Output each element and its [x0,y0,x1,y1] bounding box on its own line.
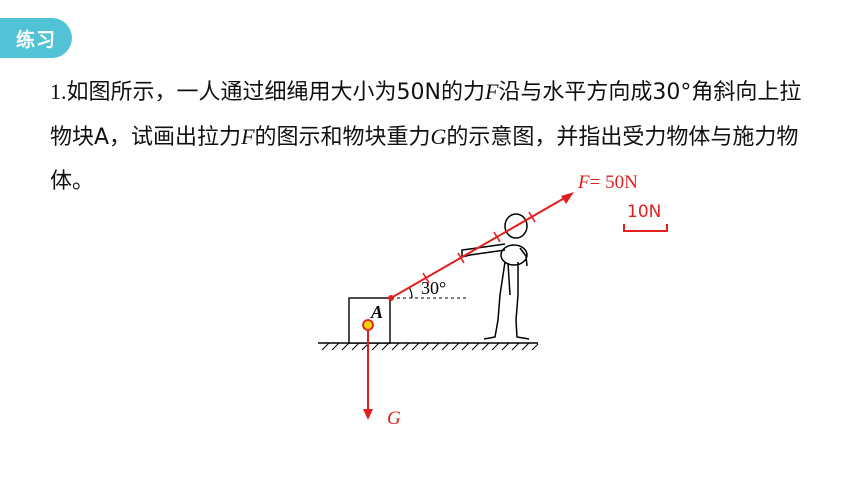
gravity-symbol: G [430,124,447,149]
gravity-g-arrow [363,325,373,420]
question-part-4: 的示意图，并指出受力物体与施力物体。 [50,125,799,194]
force-label-symbol: F [577,172,590,193]
question-part-1: 如图所示，一人通过细绳用大小为50N的力 [66,80,485,105]
force-origin-point [388,295,394,301]
question-number: 1. [50,79,67,104]
question-text: 1.如图所示，一人通过细绳用大小为50N的力F沿与水平方向成30°角斜向上拉物块… [50,70,820,204]
angle-label: 30° [421,278,446,298]
exercise-badge: 练习 [0,18,72,58]
force-label-value: = 50N [590,172,638,193]
force-symbol-2: F [241,124,255,149]
force-label: F= 50N [577,172,638,193]
center-of-gravity-dot [362,319,374,331]
block-a-label: A [370,302,383,322]
question-part-3: 的图示和物块重力 [254,125,431,150]
force-symbol-1: F [484,79,499,104]
force-f-arrow [390,192,574,299]
person [461,213,530,340]
question-part-2: 沿与水平方向成30°角斜向上拉物块A，试画出拉力 [50,80,802,150]
angle-arc [408,286,413,299]
badge-label: 练习 [15,28,56,51]
scale-label: 10N [627,202,661,222]
gravity-label: G [387,408,401,429]
ground [318,342,539,351]
scale-bar [623,224,668,232]
